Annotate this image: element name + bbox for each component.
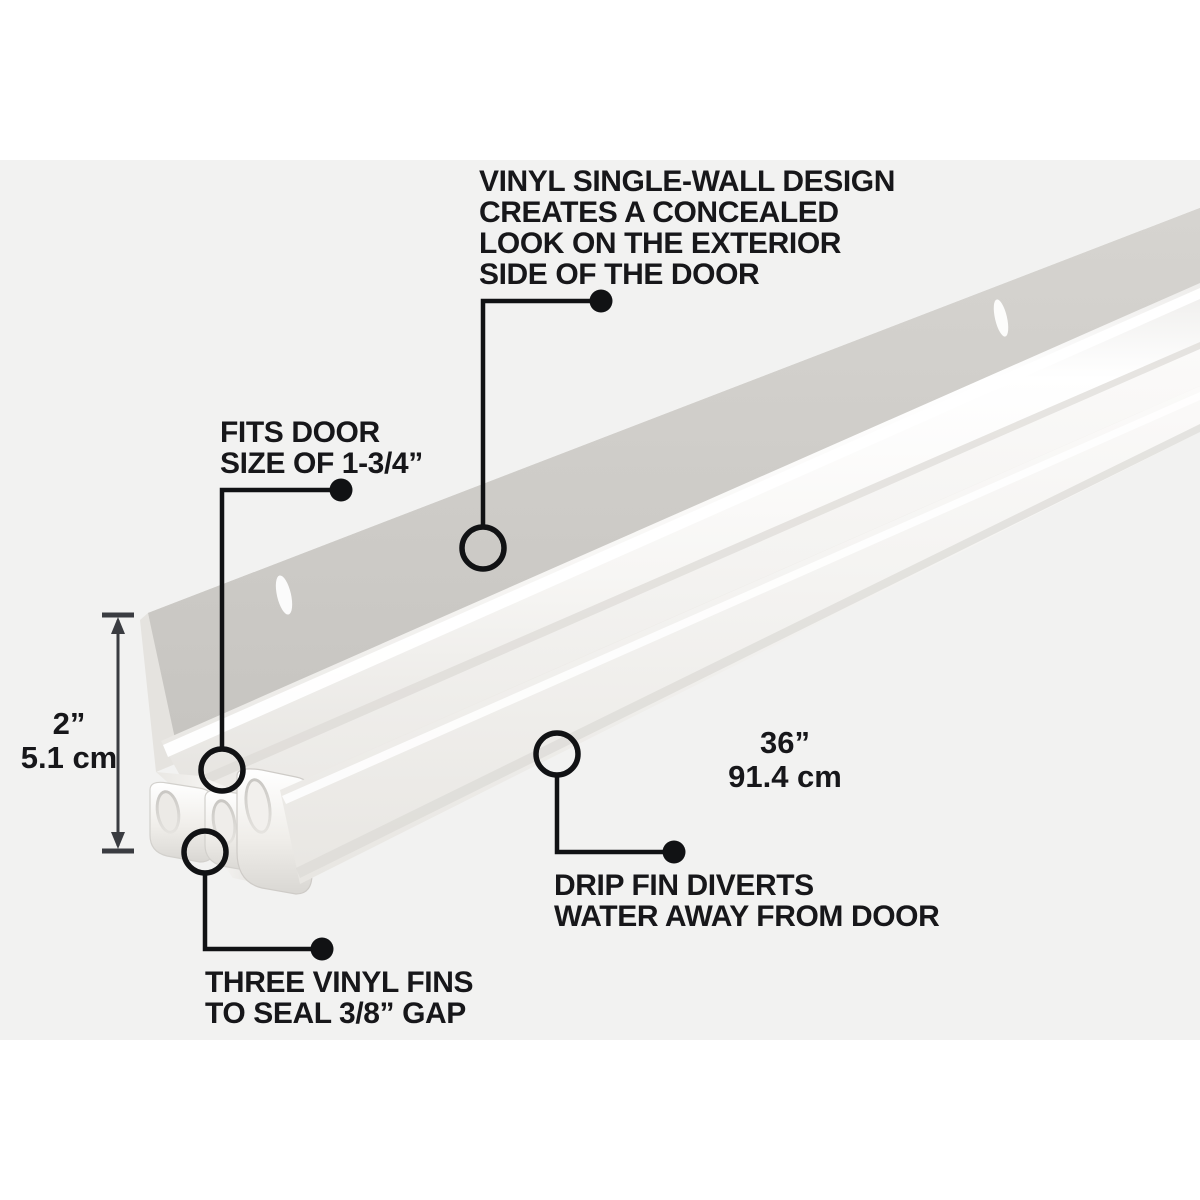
dimension-length-metric: 91.4 cm (728, 759, 842, 794)
product-center-fin-rail (280, 386, 1200, 884)
callout-label-three-fins: THREE VINYL FINS TO SEAL 3/8” GAP (205, 966, 474, 1030)
dimension-label-length: 36”91.4 cm (690, 726, 880, 794)
dimension-length-imperial: 36” (760, 725, 810, 760)
dimension-height-imperial: 2” (52, 706, 86, 741)
callout-label-fits-door: FITS DOOR SIZE OF 1-3/4” (220, 416, 423, 480)
product-highlight-marks (275, 299, 1009, 615)
dimension-label-height: 2”5.1 cm (10, 707, 128, 775)
callout-leader-fits-door (198, 478, 353, 794)
callout-leader-vinyl-wall (459, 289, 613, 572)
callout-leader-drip-fin (533, 730, 686, 864)
product-panel-face (148, 208, 1200, 762)
dimension-line-height (102, 612, 134, 854)
panel-left-end-cap (140, 613, 180, 772)
callout-label-drip-fin: DRIP FIN DIVERTS WATER AWAY FROM DOOR (554, 869, 940, 933)
dimension-height-metric: 5.1 cm (20, 740, 118, 775)
callout-leader-three-fins (181, 828, 334, 961)
product-drip-fin (161, 283, 1200, 812)
callout-label-vinyl-wall: VINYL SINGLE-WALL DESIGN CREATES A CONCE… (479, 165, 895, 291)
